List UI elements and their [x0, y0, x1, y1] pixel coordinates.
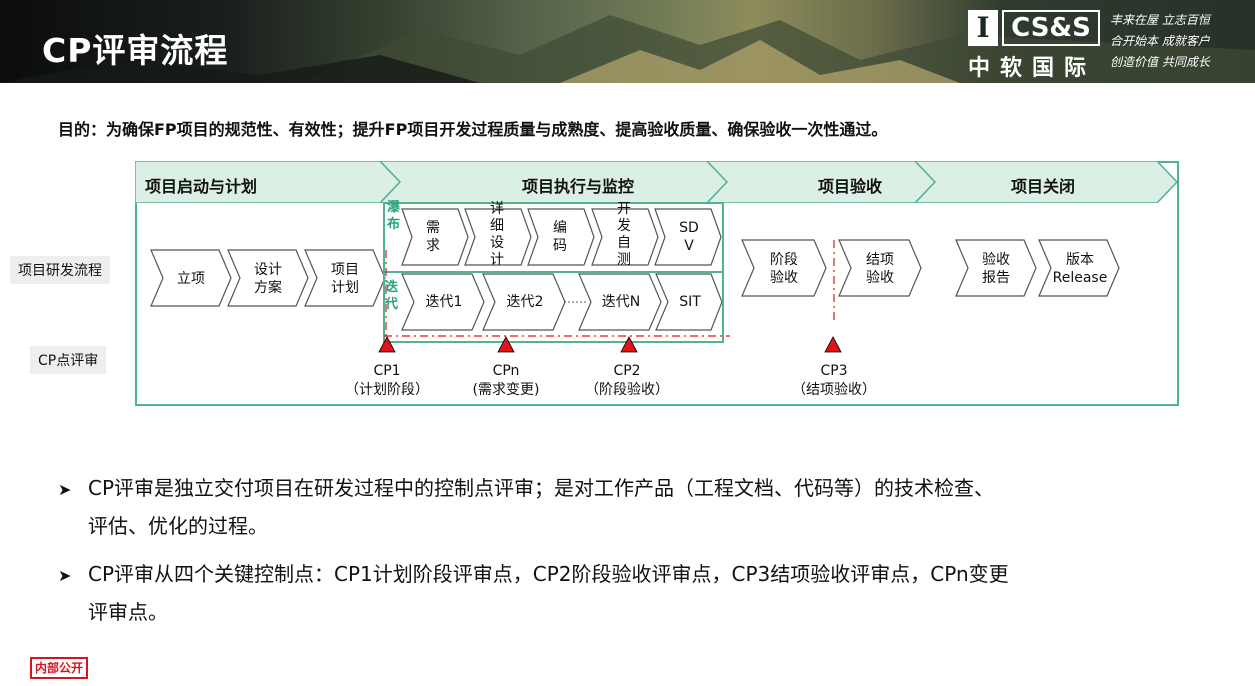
- cp3-label: CP3 （结项验收）: [774, 362, 894, 400]
- cp-id: CP2: [613, 363, 641, 379]
- chevron-start-2: [227, 249, 309, 307]
- cp3-marker: [824, 336, 842, 353]
- logo-mark: I: [968, 10, 998, 46]
- bullet-item: ➤ CP评审是独立交付项目在研发过程中的控制点评审；是对工作产品（工程文档、代码等…: [58, 470, 1198, 544]
- logo-brand: CS&S: [1002, 10, 1100, 46]
- step-label: 阶段 验收: [770, 252, 798, 286]
- step-label: 项目 计划: [331, 262, 359, 296]
- bullet-text-cont: 评估、优化的过程。: [88, 514, 268, 538]
- cp-id: CP1: [373, 363, 401, 379]
- slogan-line: 合开始本 成就客户: [1110, 34, 1210, 48]
- chevron-closing-1: [955, 239, 1037, 297]
- cp1-marker: [378, 336, 396, 353]
- chevron-start-1: [150, 249, 232, 307]
- cp-desc: （计划阶段）: [345, 382, 429, 398]
- bullet-text: CP评审从四个关键控制点：CP1计划阶段评审点，CP2阶段验收评审点，CP3结项…: [88, 562, 1009, 586]
- cp-desc: （结项验收）: [792, 382, 876, 398]
- cp-id: CP3: [820, 363, 848, 379]
- slogan-line: 丰来在屋 立志百恒: [1110, 13, 1210, 27]
- company-slogan: 丰来在屋 立志百恒 合开始本 成就客户 创造价值 共同成长: [1110, 10, 1250, 73]
- phase-label-execution: 项目执行与监控: [522, 177, 635, 196]
- phase-label-acceptance: 项目验收: [818, 177, 883, 196]
- step-label: 设计 方案: [254, 262, 282, 296]
- arrow-right-icon: ➤: [58, 480, 72, 499]
- chevron-start-3: [304, 249, 386, 307]
- logo-chinese-name: 中软国际: [968, 56, 1097, 81]
- cp-id: CPn: [492, 363, 520, 379]
- phase-band: [135, 161, 1179, 203]
- step-label: 详 细 设 计: [490, 201, 504, 268]
- chevron-iteration-4: [655, 273, 723, 331]
- step-label: 需 求: [426, 220, 440, 254]
- header-banner: CP评审流程 I CS&S 中软国际 丰来在屋 立志百恒 合开始本 成就客户 创…: [0, 0, 1255, 83]
- phase-chevron-4: [913, 161, 1179, 203]
- chevron-waterfall-2: [464, 208, 532, 266]
- waterfall-tag: 瀑 布: [387, 200, 401, 232]
- chevron-acceptance-2: [838, 239, 922, 297]
- step-label: 结项 验收: [866, 252, 894, 286]
- step-label: 迭代N: [601, 294, 641, 310]
- page-title: CP评审流程: [42, 31, 229, 70]
- row-label-process: 项目研发流程: [10, 256, 110, 284]
- step-label: SIT: [679, 294, 701, 310]
- iteration-tag: 迭 代: [385, 280, 399, 312]
- bullet-item: ➤ CP评审从四个关键控制点：CP1计划阶段评审点，CP2阶段验收评审点，CP3结…: [58, 556, 1198, 630]
- chevron-iteration-2: [482, 273, 566, 331]
- step-label: 开 发 自 测: [617, 201, 631, 268]
- chevron-acceptance-1: [741, 239, 827, 297]
- step-label: 编 码: [553, 220, 567, 254]
- cpn-label: CPn (需求变更): [446, 362, 566, 400]
- step-label: 验收 报告: [982, 252, 1010, 286]
- bullet-text: CP评审是独立交付项目在研发过程中的控制点评审；是对工作产品（工程文档、代码等）…: [88, 476, 995, 500]
- cp-desc: (需求变更): [472, 382, 540, 398]
- confidentiality-stamp: 内部公开: [30, 657, 89, 679]
- bullet-text-cont: 评审点。: [88, 600, 168, 624]
- slogan-line: 创造价值 共同成长: [1110, 55, 1210, 69]
- company-logo: I CS&S 中软国际: [968, 10, 1100, 81]
- chevron-waterfall-4: [591, 208, 659, 266]
- cp-desc: （阶段验收）: [585, 382, 669, 398]
- cp2-label: CP2 （阶段验收）: [567, 362, 687, 400]
- step-label: SD V: [679, 220, 699, 254]
- step-label: 迭代2: [506, 294, 544, 310]
- phase-chevron-3: [705, 161, 937, 203]
- mountain-background: [0, 15, 1255, 83]
- chevron-closing-2: [1038, 239, 1120, 297]
- arrow-right-icon: ➤: [58, 566, 72, 585]
- chevron-waterfall-5: [654, 208, 722, 266]
- phase-label-start: 项目启动与计划: [145, 177, 258, 196]
- phase-label-closing: 项目关闭: [1011, 177, 1076, 196]
- cp1-label: CP1 （计划阶段）: [327, 362, 447, 400]
- chevron-iteration-1: [401, 273, 485, 331]
- row-label-cp-review: CP点评审: [30, 346, 107, 374]
- cpn-marker: [497, 336, 515, 353]
- chevron-iteration-3: [578, 273, 662, 331]
- cp2-marker: [620, 336, 638, 353]
- chevron-waterfall-1: [401, 208, 469, 266]
- step-label: 迭代1: [425, 294, 463, 310]
- step-label: 版本 Release: [1052, 252, 1108, 286]
- chevron-waterfall-3: [527, 208, 595, 266]
- step-label: 立项: [177, 271, 205, 287]
- phase-chevron-2: [378, 161, 729, 203]
- purpose-statement: 目的：为确保FP项目的规范性、有效性；提升FP项目开发过程质量与成熟度、提高验收…: [58, 120, 888, 139]
